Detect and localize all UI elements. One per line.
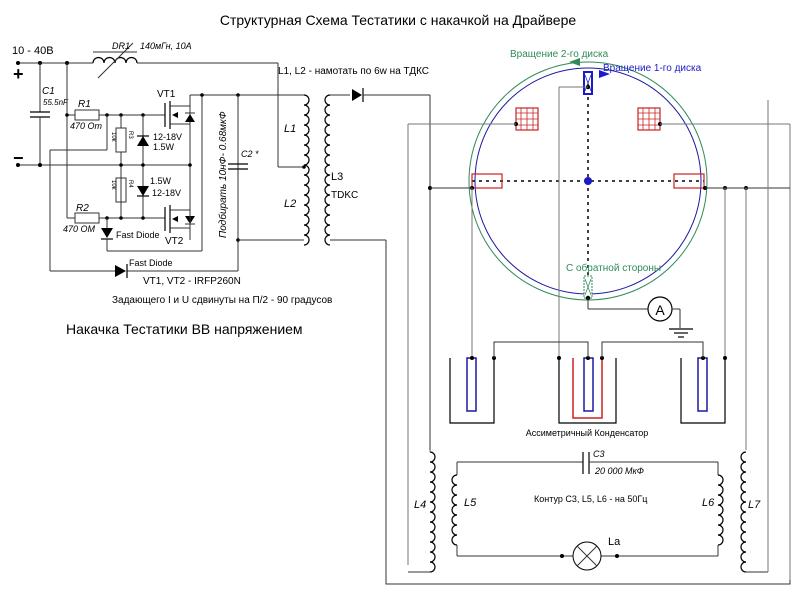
tank-circuit [451,452,724,558]
secondary-winding-l3 [324,94,387,580]
r4-value: 10k [110,180,116,191]
zener-diode-2 [137,186,149,197]
fast-diode-1 [101,95,203,252]
c1-name: C1 [42,86,55,97]
c1-value: 55.5nF [43,98,69,107]
positive-rail [16,61,279,167]
rotation-arrow-disk1 [599,70,610,78]
rotation-disk1-label: Вращение 1-го диска [603,63,702,74]
plus-terminal: + [13,64,24,84]
lamp-label: La [608,536,621,548]
zener2-power: 1.5W [150,176,172,186]
fast-diode-2 [115,264,128,278]
l4-label: L4 [414,499,426,511]
disk-axes [472,90,704,282]
dr1-name: DR1 [112,41,130,51]
fast-diode-1-label: Fast Diode [116,230,160,240]
minus-terminal: − [13,148,24,168]
fast-diode-2-label: Fast Diode [129,258,173,268]
r1-name: R1 [78,99,91,110]
transistor-note: VT1, VT2 - IRFP260N [143,276,241,287]
choke-dr1 [92,42,138,79]
ammeter [647,296,681,328]
supply-voltage-label: 10 - 40В [12,45,54,57]
winding-note: L1, L2 - намотать по 6w на ТДКС [278,66,429,77]
zener1-voltage: 12-18V [153,132,182,142]
back-side-label: С обратной стороны [566,262,661,274]
resistor-r1 [65,109,165,121]
l6-label: L6 [702,497,715,509]
resistor-r4 [115,177,127,203]
vt1-label: VT1 [157,89,176,100]
coil-l7 [740,450,769,573]
l3-label: L3 [331,171,343,183]
disk-center [584,177,592,185]
phase-note: Задающего I и U сдвинуты на П/2 - 90 гра… [112,295,332,306]
r2-name: R2 [76,203,89,214]
capacitor-c1 [30,63,50,165]
rotation-disk2-label: Вращение 2-го диска [510,49,609,60]
cell-left [449,356,496,424]
vt2-label: VT2 [165,236,184,247]
cell-right [680,356,727,424]
sector-top-right [637,107,791,580]
l7-label: L7 [748,499,761,511]
hv-diode [352,88,431,450]
r1-value: 470 Om [70,121,103,131]
bottom-return-wire [385,580,791,585]
mosfet-vt1 [164,93,278,129]
r3-name: R3 [127,131,133,139]
l3-type: TDKC [331,190,358,201]
collector-left [428,173,503,358]
resistor-r3 [115,115,127,218]
tank-circuit-label: Контур С3, L5, L6 - на 50Гц [534,494,647,504]
asym-capacitor-label: Ассиметричный Конденсатор [526,428,649,438]
mosfet-vt2 [164,126,195,240]
dr1-value: 140мГн, 10А [140,41,192,51]
r3-value: 10k [110,132,116,143]
lamp-icon [572,541,602,571]
c3-value: 20 000 МкФ [594,466,644,476]
capacitor-c2 [228,95,304,242]
l1-label: L1 [284,123,296,135]
r2-value: 470 OM [63,224,96,234]
top-brush [558,71,593,358]
back-brush [583,275,648,310]
resistor-r2 [67,212,165,224]
cell-center [557,356,617,424]
diagram-subtitle: Накачка Тестатики ВВ напряжением [66,321,303,337]
r4-name: R4 [127,180,133,188]
sector-top-left [407,107,539,565]
c2-name: C2 * [241,149,259,159]
ground-icon [669,328,693,338]
cell-interconnects [493,341,704,358]
c2-range-note: Подбирать 10нФ- 0.68мкФ [217,111,229,238]
coil-l4 [408,450,436,573]
diagram-title: Структурная Схема Тестатики с накачкой н… [220,12,577,28]
zener2-voltage: 12-18V [152,188,181,198]
l2-label: L2 [284,198,296,210]
collector-right [673,100,790,450]
negative-rail [16,63,190,218]
ammeter-label: A [655,302,665,318]
c3-name: C3 [593,449,605,459]
zener1-power: 1.5W [153,142,175,152]
l5-label: L5 [464,497,477,509]
rotation-arrow-disk2 [569,58,580,66]
primary-winding [278,94,310,246]
zener-diode-1 [137,115,149,218]
